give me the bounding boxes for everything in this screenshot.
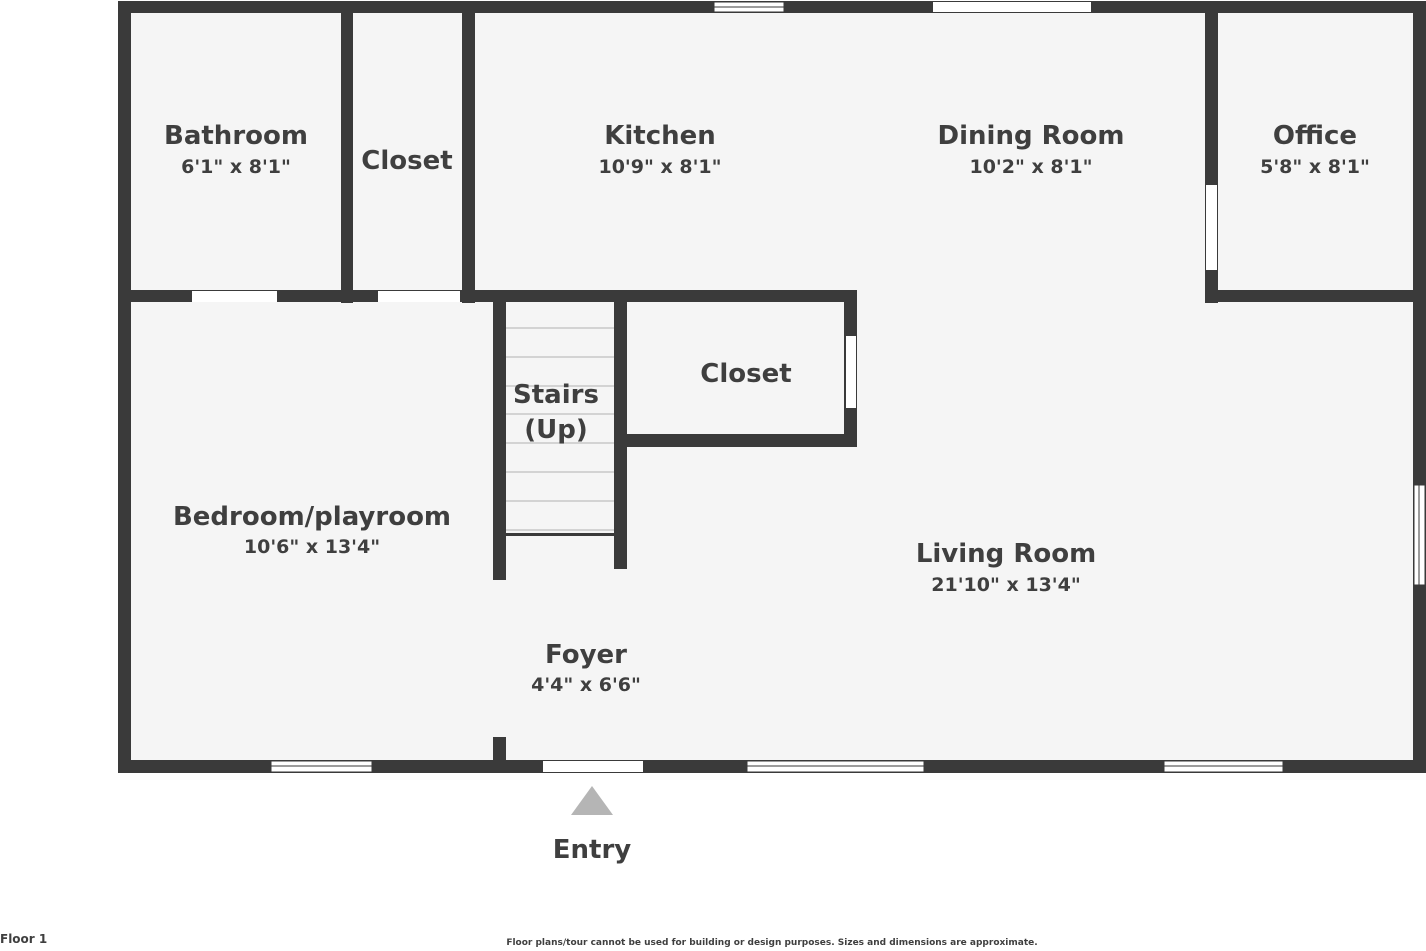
room-name-stairs-direction: (Up) <box>524 415 588 445</box>
room-name-kitchen: Kitchen <box>604 121 716 151</box>
room-dims-kitchen: 10'9" x 8'1" <box>598 156 721 178</box>
wall-closet-kitchen <box>462 7 475 303</box>
room-name-office: Office <box>1273 121 1357 151</box>
room-name-foyer: Foyer <box>545 640 627 670</box>
wall-foyer-stub <box>493 737 506 767</box>
room-dims-living-room: 21'10" x 13'4" <box>931 574 1080 596</box>
door-closet-top <box>378 291 460 302</box>
room-name-dining-room: Dining Room <box>938 121 1125 151</box>
door-office <box>1206 185 1217 270</box>
room-name-closet-middle: Closet <box>700 359 791 389</box>
entry-door <box>543 761 643 772</box>
windows <box>270 1 1426 773</box>
stair-landing-line <box>506 533 614 536</box>
room-dims-dining-room: 10'2" x 8'1" <box>969 156 1092 178</box>
wall-stairs-right <box>614 297 627 569</box>
room-name-bathroom: Bathroom <box>164 121 308 151</box>
disclaimer-text: Floor plans/tour cannot be used for buil… <box>506 938 1038 948</box>
wall-stairs-left <box>493 297 506 580</box>
room-dims-foyer: 4'4" x 6'6" <box>531 674 641 696</box>
entry-arrow-icon <box>571 786 613 815</box>
room-name-bedroom: Bedroom/playroom <box>173 502 451 532</box>
room-dims-bedroom: 10'6" x 13'4" <box>244 536 380 558</box>
wall-right <box>1413 1 1426 773</box>
openings <box>192 2 1217 772</box>
stair-treads <box>506 327 614 531</box>
room-name-closet-top: Closet <box>361 146 452 176</box>
room-name-stairs: Stairs <box>513 380 599 410</box>
door-closet-middle <box>846 336 856 408</box>
wall-closet-bottom <box>620 434 857 447</box>
door-bathroom <box>192 291 277 302</box>
entry-label: Entry <box>553 835 632 865</box>
wall-left <box>118 1 131 773</box>
room-dims-office: 5'8" x 8'1" <box>1260 156 1370 178</box>
wall-stairs-top <box>475 290 857 302</box>
room-dims-bathroom: 6'1" x 8'1" <box>181 156 291 178</box>
wall-bathroom-closet <box>341 7 353 303</box>
wall-office-bottom <box>1205 290 1426 302</box>
floor-area <box>125 7 1420 771</box>
floor-label: Floor 1 <box>0 932 48 946</box>
window-top-dining <box>933 2 1091 12</box>
room-name-living-room: Living Room <box>916 539 1096 569</box>
